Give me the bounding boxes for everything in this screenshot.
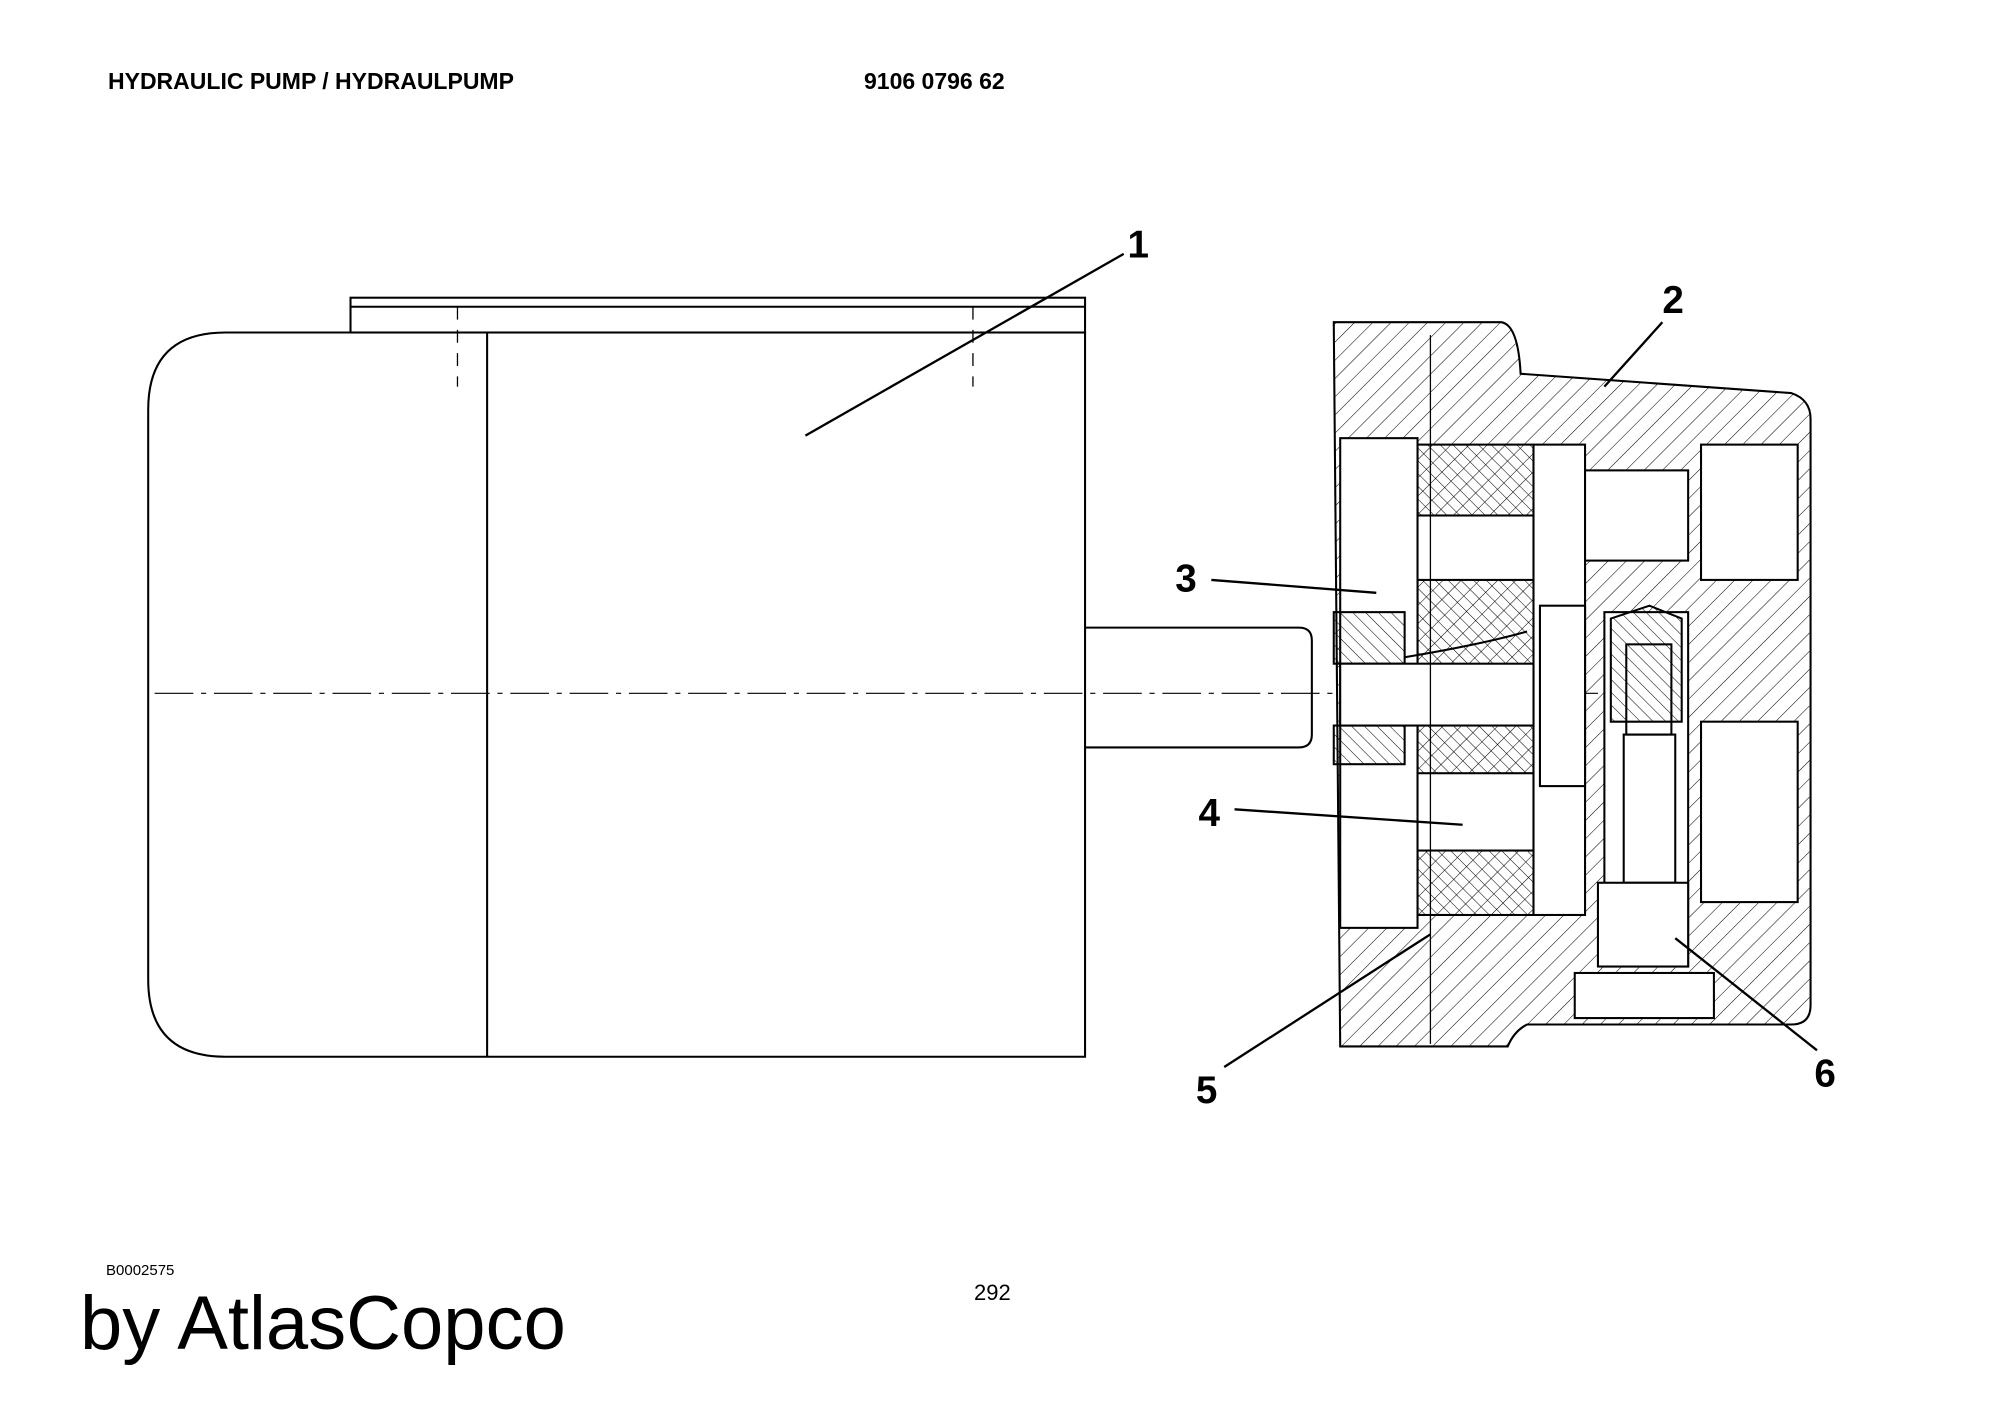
leader-lines xyxy=(804,252,1818,1069)
callout-2: 2 xyxy=(1662,279,1684,322)
brand-watermark: by AtlasCopco xyxy=(80,1281,566,1366)
pump-section xyxy=(1332,321,1812,1048)
callout-4: 4 xyxy=(1198,792,1220,835)
callout-3: 3 xyxy=(1175,558,1197,601)
callout-6: 6 xyxy=(1814,1052,1835,1095)
callout-1: 1 xyxy=(1128,224,1150,267)
part-number: 9106 0796 62 xyxy=(864,68,1005,94)
callout-5: 5 xyxy=(1196,1069,1218,1112)
page-number: 292 xyxy=(974,1280,1011,1305)
page-title: HYDRAULIC PUMP / HYDRAULPUMP xyxy=(108,68,514,94)
drawing-id: B0002575 xyxy=(106,1262,175,1279)
